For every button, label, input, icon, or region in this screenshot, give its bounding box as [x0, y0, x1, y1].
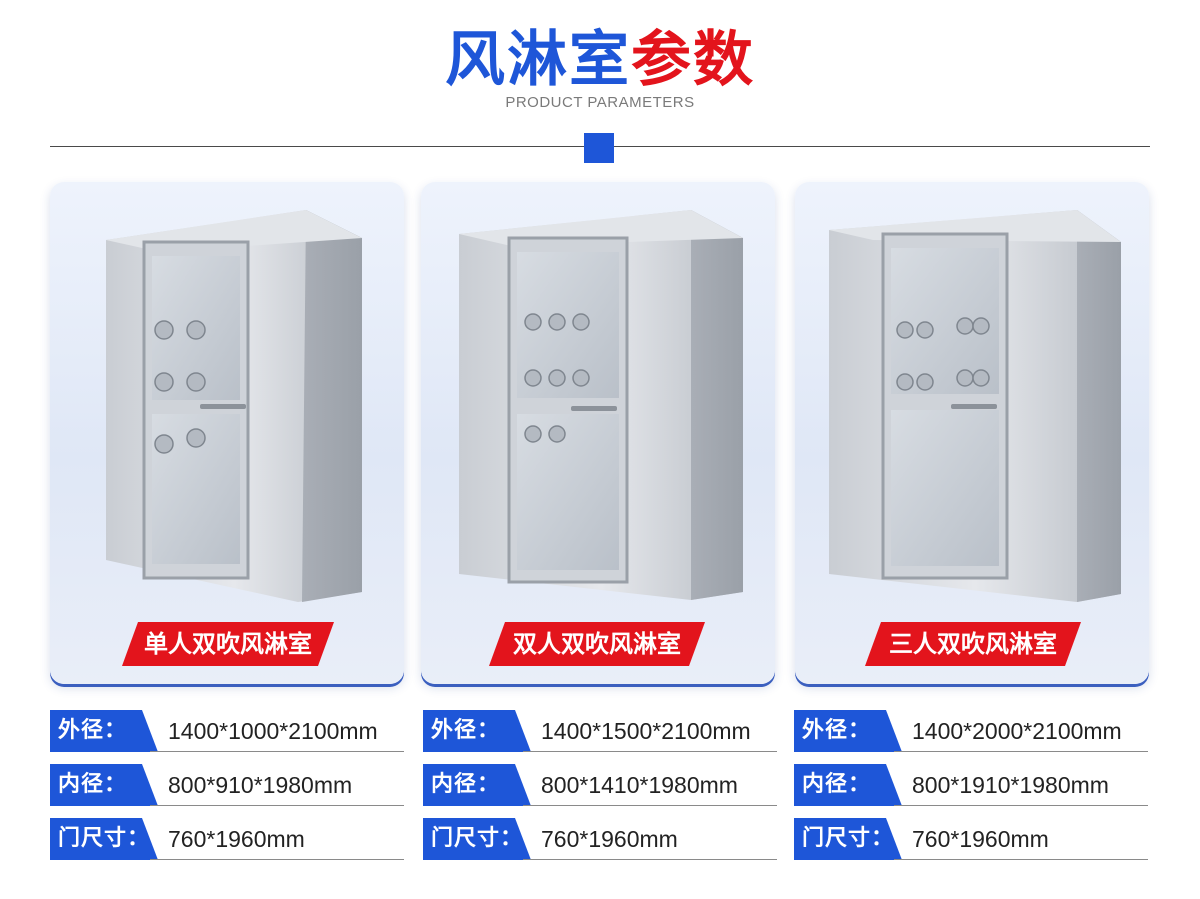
spec-inner-value: 800*910*1980mm — [168, 772, 353, 798]
spec-inner-value: 800*1910*1980mm — [912, 772, 1109, 798]
spec-door-row: 门尺寸： 760*1960mm — [50, 818, 404, 860]
spec-outer-label: 外径： — [50, 710, 158, 752]
spec-door-label: 门尺寸： — [50, 818, 158, 860]
spec-outer-label: 外径： — [794, 710, 902, 752]
spec-underline — [894, 805, 1148, 806]
spec-underline — [523, 751, 777, 752]
header: 风淋室参数 PRODUCT PARAMETERS — [0, 22, 1200, 111]
spec-underline — [894, 859, 1148, 860]
spec-inner-label: 内径： — [50, 764, 158, 806]
product-card-double: 双人双吹风淋室 — [421, 182, 775, 684]
spec-inner-value: 800*1410*1980mm — [541, 772, 738, 798]
product-card-single: 单人双吹风淋室 — [50, 182, 404, 684]
spec-underline — [150, 859, 404, 860]
spec-inner-row: 内径： 800*1410*1980mm — [423, 764, 777, 806]
spec-outer-value: 1400*2000*2100mm — [912, 718, 1122, 744]
spec-door-label: 门尺寸： — [794, 818, 902, 860]
air-shower-triple-icon — [829, 210, 1121, 602]
spec-door-row: 门尺寸： 760*1960mm — [423, 818, 777, 860]
spec-outer-row: 外径： 1400*2000*2100mm — [794, 710, 1148, 752]
spec-underline — [894, 751, 1148, 752]
spec-inner-row: 内径： 800*910*1980mm — [50, 764, 404, 806]
spec-door-value: 760*1960mm — [912, 826, 1049, 852]
spec-underline — [150, 751, 404, 752]
spec-outer-row: 外径： 1400*1000*2100mm — [50, 710, 404, 752]
title-red: 参数 — [631, 25, 755, 95]
spec-underline — [523, 805, 777, 806]
page-title: 风淋室参数 — [0, 22, 1200, 98]
spec-outer-row: 外径： 1400*1500*2100mm — [423, 710, 777, 752]
spec-inner-label: 内径： — [423, 764, 531, 806]
page-subtitle: PRODUCT PARAMETERS — [505, 94, 695, 111]
product-name-badge: 单人双吹风淋室 — [122, 622, 334, 666]
divider-square-icon — [584, 133, 614, 163]
air-shower-single-icon — [106, 210, 362, 602]
spec-outer-value: 1400*1000*2100mm — [168, 718, 378, 744]
title-blue: 风淋室 — [445, 25, 631, 95]
spec-door-value: 760*1960mm — [168, 826, 305, 852]
product-card-triple: 三人双吹风淋室 — [795, 182, 1149, 684]
spec-door-label: 门尺寸： — [423, 818, 531, 860]
air-shower-double-icon — [459, 210, 743, 600]
spec-underline — [150, 805, 404, 806]
spec-door-row: 门尺寸： 760*1960mm — [794, 818, 1148, 860]
product-name-badge: 双人双吹风淋室 — [489, 622, 705, 666]
spec-underline — [523, 859, 777, 860]
spec-inner-row: 内径： 800*1910*1980mm — [794, 764, 1148, 806]
spec-inner-label: 内径： — [794, 764, 902, 806]
spec-door-value: 760*1960mm — [541, 826, 678, 852]
spec-outer-value: 1400*1500*2100mm — [541, 718, 751, 744]
spec-outer-label: 外径： — [423, 710, 531, 752]
product-name-badge: 三人双吹风淋室 — [865, 622, 1081, 666]
